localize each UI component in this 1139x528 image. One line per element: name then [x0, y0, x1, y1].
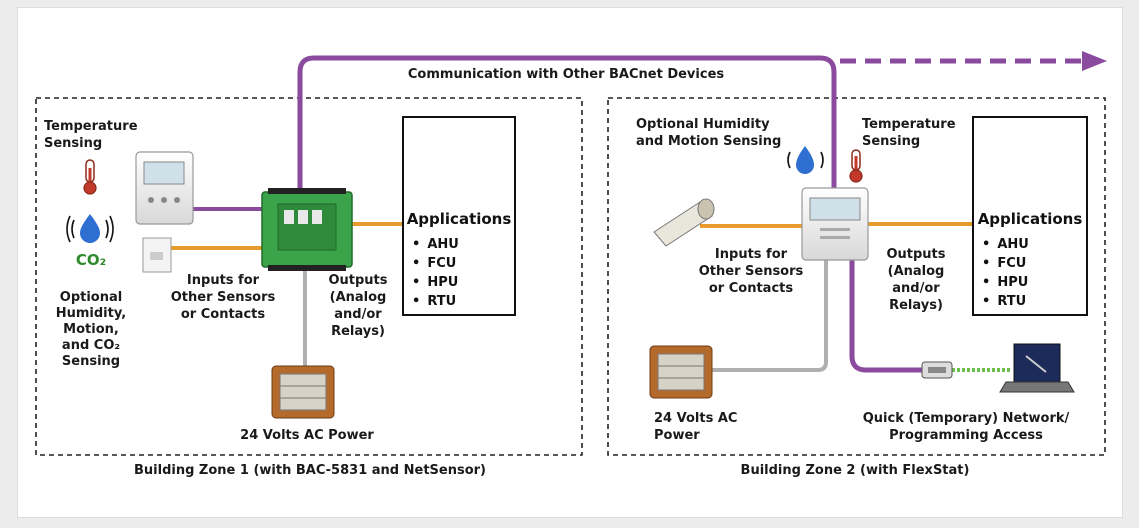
zone1-applications-box: Applications AHU FCU HPU RTU	[402, 116, 516, 316]
transformer-icon	[649, 345, 713, 399]
zone2-outputs-label: Outputs (Analog and/or Relays)	[886, 247, 946, 313]
input-sensor-device	[653, 198, 715, 247]
zone1-power-label: 24 Volts AC Power	[240, 428, 374, 443]
application-item: FCU	[982, 254, 1029, 273]
zone2-access-label: Quick (Temporary) Network/ Programming A…	[862, 411, 1070, 443]
zone1-inputs-label: Inputs for Other Sensors or Contacts	[170, 273, 276, 322]
thermometer-icon	[849, 149, 863, 183]
programming-cable	[849, 260, 922, 373]
zone2-optional-sensing-label: Optional Humidity and Motion Sensing	[636, 117, 782, 149]
application-item: RTU	[412, 292, 459, 311]
input-sensor-device	[142, 237, 172, 273]
zone2-caption: Building Zone 2 (with FlexStat)	[740, 463, 970, 478]
zone2-power-label: 24 Volts AC Power	[654, 411, 738, 443]
zone1-temperature-label: Temperature Sensing	[44, 119, 138, 151]
zone1-outputs-label: Outputs (Analog and/or Relays)	[328, 273, 388, 339]
applications-list: AHU FCU HPU RTU	[982, 235, 1029, 311]
thermometer-icon	[83, 159, 97, 195]
co2-icon: CO₂	[75, 251, 107, 269]
application-item: HPU	[982, 273, 1029, 292]
applications-title: Applications	[406, 210, 512, 228]
controller-device	[261, 188, 353, 271]
zone1-boundary	[35, 97, 583, 456]
zone2-temperature-label: Temperature Sensing	[862, 117, 956, 149]
bacnet-network-line	[297, 55, 837, 200]
laptop-icon	[999, 343, 1075, 393]
network-adapter-icon	[921, 361, 953, 379]
humidity-drop-icon	[787, 146, 824, 174]
application-item: AHU	[412, 235, 459, 254]
bacnet-arrowhead	[1082, 51, 1107, 71]
zone2-inputs-label: Inputs for Other Sensors or Contacts	[698, 247, 804, 296]
applications-list: AHU FCU HPU RTU	[412, 235, 459, 311]
application-item: RTU	[982, 292, 1029, 311]
application-item: HPU	[412, 273, 459, 292]
transformer-icon	[271, 365, 335, 419]
zone1-caption: Building Zone 1 (with BAC-5831 and NetSe…	[134, 463, 486, 478]
zone1-optional-sensing-label: Optional Humidity, Motion, and CO₂ Sensi…	[55, 290, 127, 369]
network-title: Communication with Other BACnet Devices	[407, 67, 725, 82]
zone2-applications-box: Applications AHU FCU HPU RTU	[972, 116, 1088, 316]
application-item: FCU	[412, 254, 459, 273]
application-item: AHU	[982, 235, 1029, 254]
applications-title: Applications	[977, 210, 1083, 228]
humidity-drop-icon	[66, 214, 114, 243]
flexstat-device	[801, 187, 869, 261]
diagram-frame	[17, 7, 1123, 518]
zone2-boundary	[607, 97, 1106, 456]
zone2-power-wire	[712, 258, 828, 372]
netsensor-device	[135, 151, 194, 225]
